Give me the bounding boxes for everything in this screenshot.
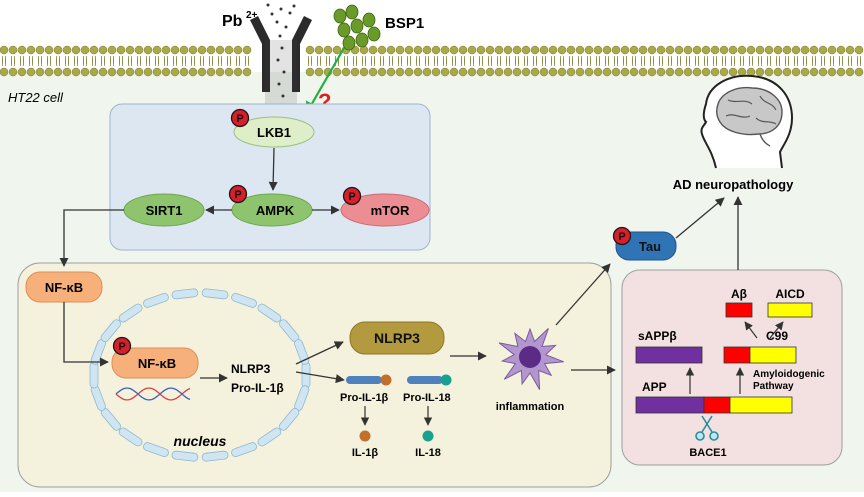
ion-charge: 2+ [246, 10, 258, 21]
phospho-badge [112, 336, 132, 356]
phospho-label: P [348, 191, 355, 203]
to-nlrp3-arrow [295, 341, 344, 365]
pro-il1b-domain [380, 374, 392, 386]
c99-to-abeta-arrow [744, 321, 758, 339]
bace1-label: BACE1 [689, 447, 726, 459]
phospho-label: P [118, 341, 125, 353]
app-yellow-segment [729, 396, 793, 414]
phospho-label: P [618, 231, 625, 243]
sirt1-to-nfkb-arrow [59, 209, 124, 267]
pro-il1b-label: Pro-IL-1β [340, 392, 389, 404]
nfkb-translocation-arrow [63, 302, 109, 367]
cell-label: HT22 cell [8, 90, 64, 105]
app-red-segment [703, 396, 731, 414]
lkb1-label: LKB1 [257, 125, 291, 140]
abeta-label: Aβ [731, 287, 747, 301]
ampk-label: AMPK [256, 203, 295, 218]
lkb1-node [233, 116, 315, 148]
tau-node [615, 231, 677, 261]
phospho-badge [342, 186, 362, 206]
app-label: APP [642, 380, 667, 394]
phospho-badge [230, 108, 250, 128]
phospho-label: P [234, 189, 241, 201]
phospho-badge [228, 184, 248, 204]
inflammation-label: inflammation [496, 401, 565, 413]
nlrp3-node [349, 321, 445, 355]
il18-molecule [422, 430, 434, 442]
to-pro-il-arrow [295, 371, 345, 384]
gene-nlrp3: NLRP3 [231, 362, 271, 376]
c99-to-aicd-arrow [769, 321, 784, 339]
cell-membrane [0, 45, 864, 77]
pro-il1b-molecule [346, 376, 382, 384]
pathway-line2: Pathway [753, 381, 794, 392]
bsp1-arrow [305, 47, 345, 116]
c99-label: C99 [766, 329, 788, 343]
tau-to-ad-arrow [675, 197, 725, 239]
pathway-line1: Amyloidogenic [753, 369, 825, 380]
compound-label: BSP1 [385, 15, 424, 32]
aicd-block [767, 302, 813, 318]
c99-abeta-segment [723, 346, 751, 364]
phospho-badge [612, 226, 632, 246]
sappb-label: sAPPβ [638, 329, 677, 343]
dna-helix [115, 387, 191, 401]
nucleus-envelope [89, 288, 311, 462]
scissors-icon [695, 415, 719, 441]
nucleus-label: nucleus [174, 433, 227, 449]
pro-il18-molecule [407, 376, 443, 384]
pro-il18-label: Pro-IL-18 [403, 392, 451, 404]
mtor-node [340, 193, 430, 227]
phospho-badges: P P P P P [112, 108, 632, 356]
c99-aicd-segment [749, 346, 797, 364]
pro-il18-domain [440, 374, 452, 386]
microglia-nucleus [519, 346, 541, 368]
nfkb-cyto-label: NF-κB [45, 280, 83, 295]
bsp1-molecules [333, 4, 381, 51]
nfkb-nucleus-node [111, 347, 199, 379]
head-brain-icon [700, 74, 794, 169]
il18-label: IL-18 [415, 447, 441, 459]
sirt1-label: SIRT1 [146, 203, 183, 218]
gene-pro-il1b: Pro-IL-1β [231, 381, 284, 395]
sappb-block [635, 346, 703, 364]
ion-label: Pb [222, 13, 243, 30]
lkb1-to-ampk-arrow [268, 147, 278, 191]
aicd-label: AICD [775, 287, 805, 301]
abeta-block [725, 302, 753, 318]
tau-label: Tau [639, 239, 661, 254]
amyloid-panel [621, 269, 843, 466]
nfkb-nucleus-label: NF-κB [138, 356, 176, 371]
to-tau-arrow [555, 263, 611, 326]
ad-label: AD neuropathology [673, 177, 794, 192]
il1b-label: IL-1β [352, 447, 379, 459]
phospho-label: P [236, 113, 243, 125]
nlrp3-label: NLRP3 [374, 330, 420, 346]
il1b-molecule [359, 430, 371, 442]
app-purple-segment [635, 396, 705, 414]
mtor-label: mTOR [371, 203, 410, 218]
